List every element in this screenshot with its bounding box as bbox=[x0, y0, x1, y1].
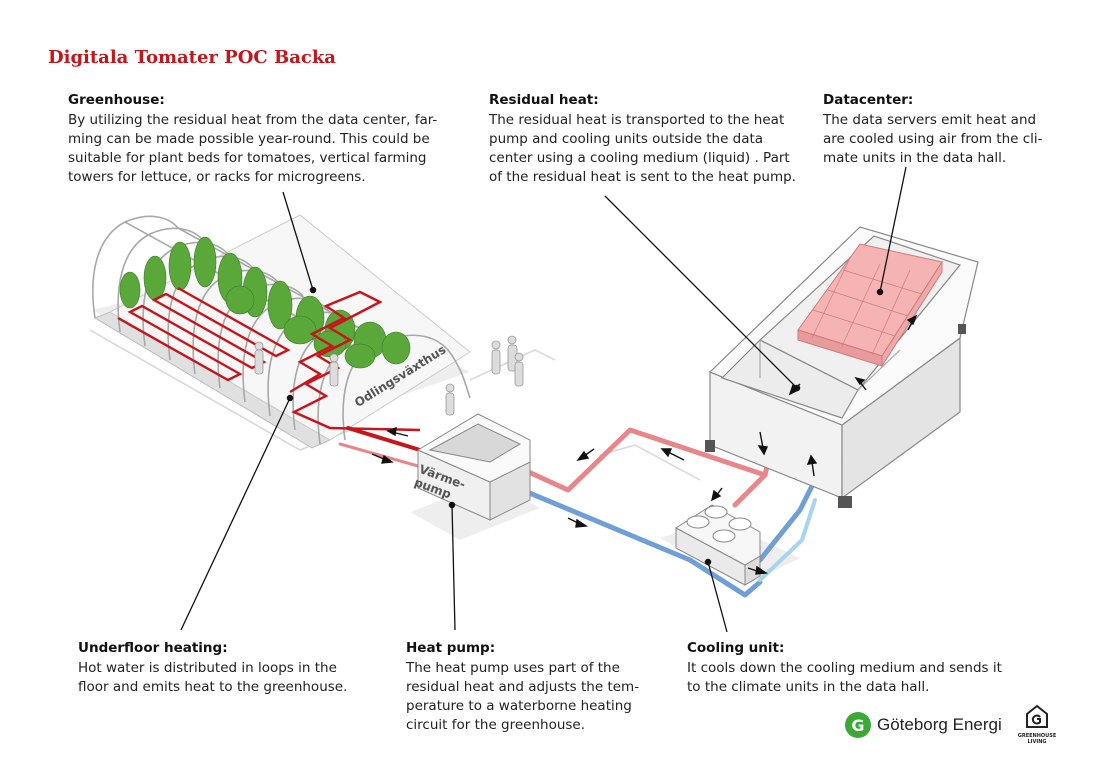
datacenter-callout: Datacenter: The data servers emit heat a… bbox=[823, 92, 1055, 168]
datacenter-text: The data servers emit heat and are coole… bbox=[823, 112, 1043, 166]
greenhouse-living-house-icon bbox=[1026, 704, 1048, 728]
heat-pump-text: The heat pump uses part of the residual … bbox=[406, 660, 640, 733]
hot-supply-greenhouse bbox=[346, 426, 422, 452]
page-title: Digitala Tomater POC Backa bbox=[48, 47, 336, 68]
flow-arrows bbox=[371, 314, 918, 575]
plant-rows bbox=[119, 236, 411, 369]
datacenter-heading: Datacenter: bbox=[823, 92, 914, 108]
cold-return-greenhouse bbox=[338, 442, 420, 468]
leader-lines bbox=[180, 166, 907, 633]
hot-to-cooling-pipe bbox=[732, 472, 768, 508]
residual-heat-heading: Residual heat: bbox=[489, 92, 599, 108]
cold-pipe bbox=[505, 481, 763, 598]
residual-heat-callout: Residual heat: The residual heat is tran… bbox=[489, 92, 804, 187]
cold-supply-light bbox=[758, 498, 817, 582]
greenhouse-living-wordmark: GREENHOUSE LIVING bbox=[1017, 733, 1057, 745]
greenhouse-callout: Greenhouse: By utilizing the residual he… bbox=[68, 92, 448, 187]
greenhouse-text: By utilizing the residual heat from the … bbox=[68, 112, 438, 185]
datacenter-building bbox=[705, 226, 979, 508]
people-figures bbox=[254, 335, 524, 416]
goteborg-energi-mark-icon: G bbox=[845, 712, 871, 738]
cooling-unit-box bbox=[675, 504, 761, 586]
greenhouse-living-logo: GREENHOUSE LIVING bbox=[1012, 703, 1062, 745]
residual-heat-text: The residual heat is transported to the … bbox=[489, 112, 796, 185]
heat-pump-heading: Heat pump: bbox=[406, 640, 496, 656]
goteborg-energi-logo: G Göteborg Energi bbox=[845, 712, 1002, 738]
goteborg-energi-wordmark: Göteborg Energi bbox=[877, 715, 1002, 734]
greenhouse-building bbox=[92, 214, 524, 449]
heat-pump-callout: Heat pump: The heat pump uses part of th… bbox=[406, 640, 656, 735]
underfloor-heating-heading: Underfloor heating: bbox=[78, 640, 228, 656]
server-racks bbox=[797, 243, 943, 368]
underfloor-heating-callout: Underfloor heating: Hot water is distrib… bbox=[78, 640, 368, 697]
cooling-unit-callout: Cooling unit: It cools down the cooling … bbox=[687, 640, 1007, 697]
underfloor-heating-text: Hot water is distributed in loops in the… bbox=[78, 660, 348, 695]
heat-pump-box bbox=[416, 413, 531, 521]
cooling-unit-heading: Cooling unit: bbox=[687, 640, 785, 656]
cooling-unit-text: It cools down the cooling medium and sen… bbox=[687, 660, 1002, 695]
greenhouse-heading: Greenhouse: bbox=[68, 92, 165, 108]
